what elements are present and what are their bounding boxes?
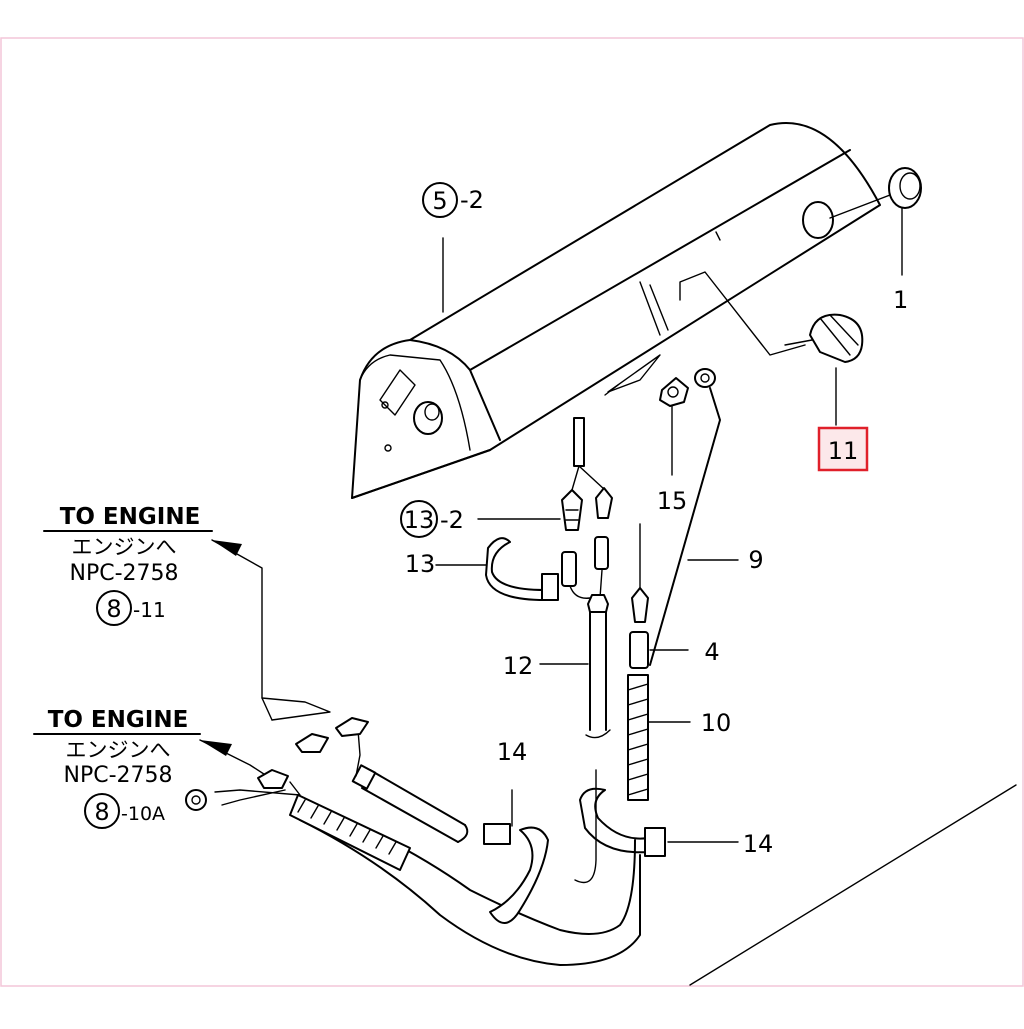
engine-ref-bottom-jp: エンジンへ [66,738,171,762]
callout-4: 4 [704,638,719,666]
engine-ref-top-circle [96,590,132,626]
part-14-clamp-left [483,789,549,924]
ref-circle-5 [422,182,458,218]
part-13-2-connectors [477,417,613,599]
engine-ref-top-heading: TO ENGINE [60,504,201,530]
cover-housing [351,121,881,499]
engine-ref-top-code: NPC-2758 [69,561,178,586]
callout-14-left: 14 [497,738,528,766]
part-11-switch [679,271,864,426]
callout-12: 12 [503,652,534,680]
engine-ref-bottom: TO ENGINE エンジンへ NPC-2758 8 -10A [33,707,201,829]
part-14-clamp-right [579,787,739,857]
callout-10: 10 [701,709,732,737]
ref-circle-5-label: 5 [432,187,447,215]
engine-ref-bottom-circle [84,793,120,829]
engine-ref-top: TO ENGINE エンジンへ NPC-2758 8 -11 [43,504,213,626]
callout-1: 1 [893,286,908,314]
engine-ref-bottom-circle-label: 8 [94,798,109,826]
frame-line [689,784,1017,986]
engine-ref-bottom-code: NPC-2758 [63,763,172,788]
engine-ref-bottom-suffix: -10A [121,803,165,825]
engine-connection-lines [185,539,369,811]
callout-5-2: 5 -2 [422,182,484,218]
part-15-nut [659,377,689,476]
part-12-tube [539,594,611,739]
callout-9: 9 [748,546,763,574]
engine-ref-top-circle-label: 8 [106,595,121,623]
page-border [0,37,1024,987]
callout-11: 11 [817,426,869,472]
ref-circle-13-label: 13 [404,506,435,534]
callout-14-right: 14 [743,830,774,858]
callout-13-2: 13 -2 [400,500,464,538]
engine-ref-top-suffix: -11 [133,598,166,622]
part-4-10-braided-tube [627,523,691,801]
callout-11-label: 11 [828,437,859,465]
wire-harness [289,729,641,966]
callout-13: 13 [405,550,436,578]
engine-ref-bottom-heading: TO ENGINE [48,707,189,733]
part-1-grommet [829,167,922,276]
engine-ref-top-jp: エンジンへ [72,535,177,559]
part-13-band-clamp [435,537,559,601]
callout-15: 15 [657,487,688,515]
part-9-ground-wire [649,368,739,666]
ref-13-suffix: -2 [440,506,464,534]
ref-circle-13 [400,500,438,538]
callout-11-highlight-box [817,426,869,472]
ref-5-suffix: -2 [460,186,484,214]
